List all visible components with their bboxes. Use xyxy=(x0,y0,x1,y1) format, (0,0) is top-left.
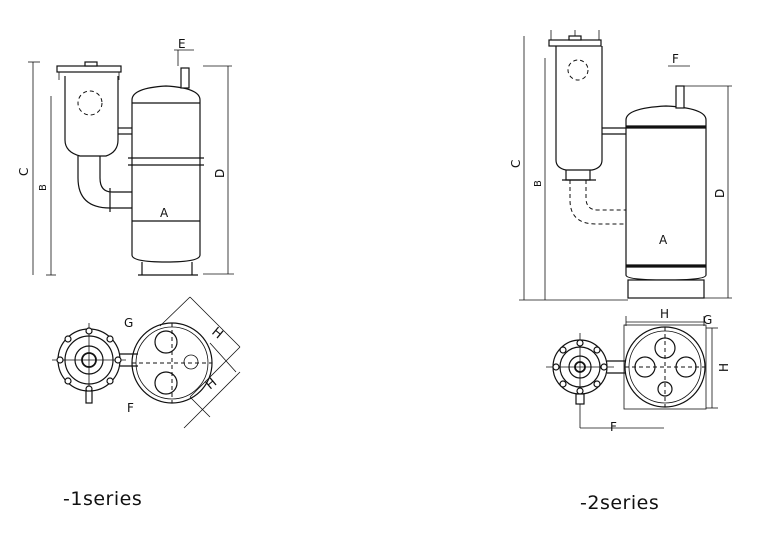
series2-elevation: C B A D F xyxy=(509,30,732,301)
series1-label-h-top: H xyxy=(208,325,225,343)
series1-label-a: A xyxy=(160,206,169,220)
series1-label-g: G xyxy=(124,316,133,330)
series1-label-d: D xyxy=(213,169,227,178)
series1-label-c: C xyxy=(17,168,31,176)
series2-label-h-top: H xyxy=(660,307,669,321)
series2-label-b: B xyxy=(533,180,544,187)
series2-label-a: A xyxy=(659,233,668,247)
series1-label-h-bottom: H xyxy=(203,375,220,393)
series1-label-f: F xyxy=(127,401,134,415)
series1-label-b: B xyxy=(38,184,49,191)
series1-elevation: C B A D E xyxy=(17,37,234,276)
series2-label-f: F xyxy=(610,420,617,434)
series1-label-e: E xyxy=(178,37,186,51)
series1-plan: G H H F xyxy=(52,296,241,429)
series2-label-g: G xyxy=(703,313,712,327)
series1-caption: -1series xyxy=(63,488,143,510)
series2-plan: H G H F xyxy=(546,307,731,434)
series2-caption: -2series xyxy=(580,492,660,514)
series2-label-c: C xyxy=(509,160,523,168)
series2-label-d: D xyxy=(713,189,727,198)
series2-label-f-top: F xyxy=(672,52,679,66)
series2-label-h-side: H xyxy=(717,363,731,372)
